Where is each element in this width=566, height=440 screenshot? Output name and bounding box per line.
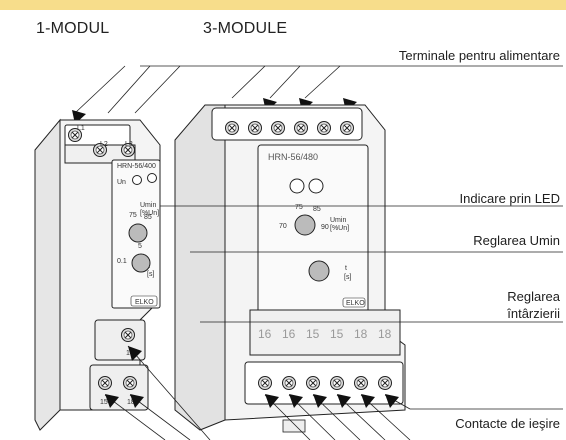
terminal-label-l3: L3 <box>125 141 133 148</box>
small-umin-tick-85: 85 <box>144 214 152 221</box>
large-umin-tick-85: 85 <box>313 206 321 213</box>
dial-delay-small <box>131 253 151 273</box>
small-delay-tick-5: 5 <box>138 243 142 250</box>
small-bottom-terminal-16: 16 <box>126 350 134 357</box>
callout-delay-line1: Reglarea <box>507 289 560 304</box>
large-model-label: HRN-56/480 <box>268 152 318 162</box>
large-terminal-number-6: 18 <box>378 327 392 341</box>
module-small <box>34 118 161 431</box>
small-umin-tick-75: 75 <box>129 212 137 219</box>
large-brand-plate <box>342 297 366 308</box>
callout-output-contacts: Contacte de ieşire <box>455 416 560 431</box>
leader-lines-top <box>74 65 563 114</box>
callout-delay-line2: întârzierii <box>507 306 560 321</box>
large-brand: ELKO <box>346 300 365 307</box>
header-strip <box>0 0 566 10</box>
title-three-module: 3-MODULE <box>203 20 288 37</box>
dial-umin-small <box>128 223 148 243</box>
small-bottom-terminal-15: 15 <box>100 399 108 406</box>
large-umin-tick-70: 70 <box>279 223 287 230</box>
large-umin-tick-75: 75 <box>295 204 303 211</box>
callout-led-indication: Indicare prin LED <box>459 191 560 206</box>
led-large-2 <box>308 178 324 194</box>
arrowheads-bottom <box>105 346 399 408</box>
callout-delay-setting: Reglarea întârzierii <box>507 288 560 322</box>
title-one-module: 1-MODUL <box>36 20 110 37</box>
large-delay-label: t <box>345 265 347 272</box>
leader-lines-callouts <box>160 205 563 410</box>
small-bottom-terminal-18: 18 <box>127 399 135 406</box>
terminal-label-l2: L2 <box>100 141 108 148</box>
large-terminal-number-1: 16 <box>258 327 272 341</box>
dial-delay-large <box>308 260 330 282</box>
small-umin-label: Umin <box>140 202 156 209</box>
small-led-label: Un <box>117 179 126 186</box>
large-umin-unit: [%Un] <box>330 225 349 232</box>
large-delay-unit: [s] <box>344 274 351 281</box>
small-model-label: HRN-56/400 <box>117 163 156 170</box>
small-brand: ELKO <box>135 299 154 306</box>
din-clip <box>282 419 306 433</box>
large-terminal-number-3: 15 <box>306 327 320 341</box>
led-large-1 <box>289 178 305 194</box>
small-brand-plate <box>130 295 158 307</box>
small-delay-unit: [s] <box>147 271 154 278</box>
large-terminal-number-5: 18 <box>354 327 368 341</box>
terminal-label-l1: L1 <box>77 125 85 132</box>
small-delay-tick-0: 0.1 <box>117 258 127 265</box>
led-u-small <box>147 173 157 183</box>
large-terminal-number-4: 15 <box>330 327 344 341</box>
callout-power-terminals: Terminale pentru alimentare <box>398 48 560 63</box>
callout-umin-setting: Reglarea Umin <box>473 233 560 248</box>
large-umin-tick-90: 90 <box>321 224 329 231</box>
led-un-small <box>132 175 142 185</box>
large-umin-label: Umin <box>330 217 346 224</box>
dial-umin-large <box>294 214 316 236</box>
large-terminal-number-2: 16 <box>282 327 296 341</box>
module-large <box>174 104 406 431</box>
leader-lines-bottom <box>104 345 411 440</box>
small-umin-unit: [%Un] <box>140 210 159 217</box>
